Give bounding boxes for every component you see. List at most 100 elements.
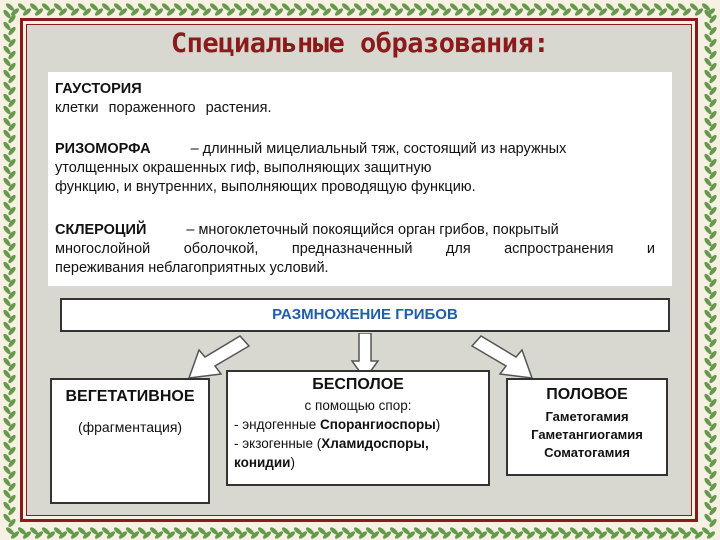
leaf-ornament [8, 122, 16, 132]
leaf-ornament [3, 165, 11, 175]
leaf-ornament [622, 8, 632, 16]
leaf-ornament [8, 458, 16, 468]
leaf-ornament [665, 527, 675, 535]
leaf-ornament [34, 8, 44, 16]
leaf-ornament [238, 8, 248, 16]
leaf-ornament [8, 446, 16, 456]
leaf-ornament [8, 182, 16, 192]
leaf-ornament [202, 531, 212, 539]
leaf-ornament [586, 8, 596, 16]
leaf-ornament [521, 3, 531, 11]
leaf-ornament [202, 8, 212, 16]
leaf-ornament [274, 531, 284, 539]
leaf-ornament [653, 3, 663, 11]
leaf-ornament [113, 527, 123, 535]
leaf-ornament [166, 531, 176, 539]
leaf-ornament [89, 527, 99, 535]
leaf-ornament [8, 194, 16, 204]
leaf-ornament [8, 422, 16, 432]
leaf-ornament [466, 8, 476, 16]
haustoria-text: клетки пораженного растения. [55, 100, 272, 116]
leaf-ornament [221, 3, 231, 11]
leaf-ornament [709, 422, 717, 432]
leaf-ornament [8, 494, 16, 504]
leaf-ornament [233, 3, 243, 11]
leaf-ornament [197, 3, 207, 11]
leaf-ornament [53, 527, 63, 535]
leaf-ornament [3, 333, 11, 343]
outer-red-frame [20, 18, 698, 522]
leaf-ornament [250, 531, 260, 539]
leaf-ornament [8, 470, 16, 480]
asexual-line2: - эндогенные Спорангиоспоры) [234, 417, 441, 432]
leaf-ornament [629, 527, 639, 535]
leaf-ornament [413, 3, 423, 11]
leaf-ornament [8, 158, 16, 168]
leaf-ornament [569, 527, 579, 535]
leaf-ornament [8, 314, 16, 324]
leaf-ornament [3, 441, 11, 451]
leaf-ornament [3, 501, 11, 511]
leaf-ornament [305, 3, 315, 11]
leaf-ornament [305, 527, 315, 535]
leaf-ornament [704, 237, 712, 247]
leaf-ornament [3, 489, 11, 499]
leaf-ornament [8, 110, 16, 120]
leaf-ornament [3, 273, 11, 283]
leaf-ornament [704, 105, 712, 115]
leaf-ornament [358, 8, 368, 16]
leaf-ornament [8, 266, 16, 276]
leaf-ornament [694, 8, 704, 16]
leaf-ornament [449, 3, 459, 11]
leaf-ornament [53, 3, 63, 11]
leaf-ornament [8, 338, 16, 348]
leaf-ornament [226, 531, 236, 539]
leaf-ornament [214, 8, 224, 16]
leaf-ornament [709, 146, 717, 156]
leaf-ornament [709, 350, 717, 360]
leaf-ornament [605, 3, 615, 11]
leaf-ornament [3, 357, 11, 367]
leaf-ornament [704, 57, 712, 67]
leaf-ornament [8, 350, 16, 360]
leaf-ornament [704, 21, 712, 31]
leaf-ornament [689, 3, 699, 11]
leaf-ornament [3, 285, 11, 295]
leaf-ornament [658, 531, 668, 539]
leaf-ornament [317, 527, 327, 535]
leaf-ornament [286, 531, 296, 539]
leaf-ornament [365, 3, 375, 11]
leaf-ornament [704, 513, 712, 523]
leaf-ornament [29, 3, 39, 11]
leaf-ornament [701, 3, 711, 11]
leaf-ornament [574, 531, 584, 539]
leaf-ornament [130, 531, 140, 539]
leaf-ornament [709, 374, 717, 384]
leaf-ornament [706, 531, 716, 539]
leaf-ornament [538, 531, 548, 539]
leaf-ornament [310, 531, 320, 539]
leaf-ornament [709, 98, 717, 108]
leaf-ornament [709, 494, 717, 504]
leaf-ornament [8, 506, 16, 516]
leaf-ornament [3, 309, 11, 319]
leaf-ornament [704, 489, 712, 499]
leaf-ornament [10, 531, 20, 539]
leaf-ornament [3, 57, 11, 67]
leaf-ornament [709, 14, 717, 24]
leaf-ornament [709, 302, 717, 312]
sexual-title: ПОЛОВОЕ [546, 386, 628, 403]
leaf-ornament [46, 531, 56, 539]
leaf-ornament [550, 531, 560, 539]
leaf-ornament [658, 8, 668, 16]
leaf-ornament [704, 285, 712, 295]
leaf-ornament [257, 527, 267, 535]
leaf-ornament [704, 225, 712, 235]
leaf-ornament [70, 8, 80, 16]
leaf-ornament [3, 129, 11, 139]
leaf-ornament [704, 429, 712, 439]
leaf-ornament [22, 8, 32, 16]
leaf-ornament [298, 8, 308, 16]
leaf-ornament [58, 531, 68, 539]
leaf-ornament [334, 8, 344, 16]
